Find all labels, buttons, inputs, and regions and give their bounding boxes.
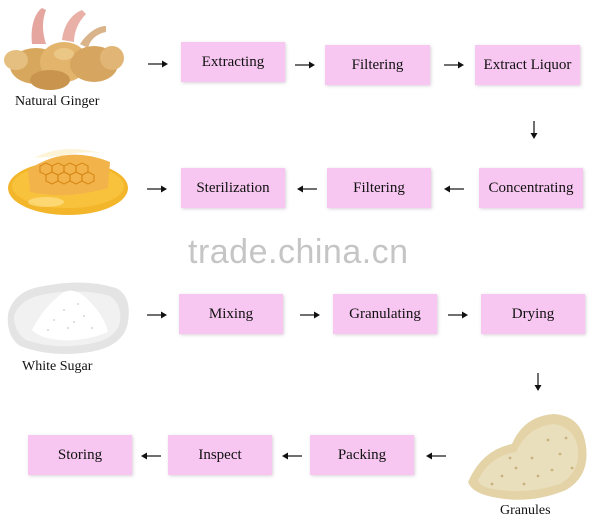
arrow-left-icon — [426, 452, 446, 460]
arrow-down-icon — [534, 373, 542, 391]
step-box: Filtering — [325, 45, 430, 85]
step-box: Granulating — [333, 294, 437, 334]
arrow-right-icon — [295, 61, 315, 69]
arrow-right-icon — [147, 311, 167, 319]
arrow-right-icon — [444, 61, 464, 69]
arrow-right-icon — [300, 311, 320, 319]
step-box: Sterilization — [181, 168, 285, 208]
honeycomb-image — [8, 148, 128, 215]
input-caption: Granules — [500, 503, 551, 518]
step-box: Packing — [310, 435, 414, 475]
step-box: Mixing — [179, 294, 283, 334]
arrow-left-icon — [444, 185, 464, 193]
sugar-image — [7, 282, 129, 354]
granules-image — [468, 414, 587, 500]
input-caption: White Sugar — [22, 359, 93, 374]
step-box: Extracting — [181, 42, 285, 82]
arrow-right-icon — [448, 311, 468, 319]
arrow-left-icon — [282, 452, 302, 460]
arrow-down-icon — [530, 121, 538, 139]
arrow-right-icon — [147, 185, 167, 193]
step-box: Extract Liquor — [475, 45, 580, 85]
watermark-text: trade.china.cn — [188, 233, 409, 271]
step-box: Drying — [481, 294, 585, 334]
step-box: Inspect — [168, 435, 272, 475]
ginger-image — [4, 8, 124, 90]
input-caption: Natural Ginger — [15, 94, 100, 109]
step-box: Filtering — [327, 168, 431, 208]
arrow-right-icon — [148, 60, 168, 68]
arrow-left-icon — [141, 452, 161, 460]
step-box: Storing — [28, 435, 132, 475]
step-box: Concentrating — [479, 168, 583, 208]
arrow-left-icon — [297, 185, 317, 193]
